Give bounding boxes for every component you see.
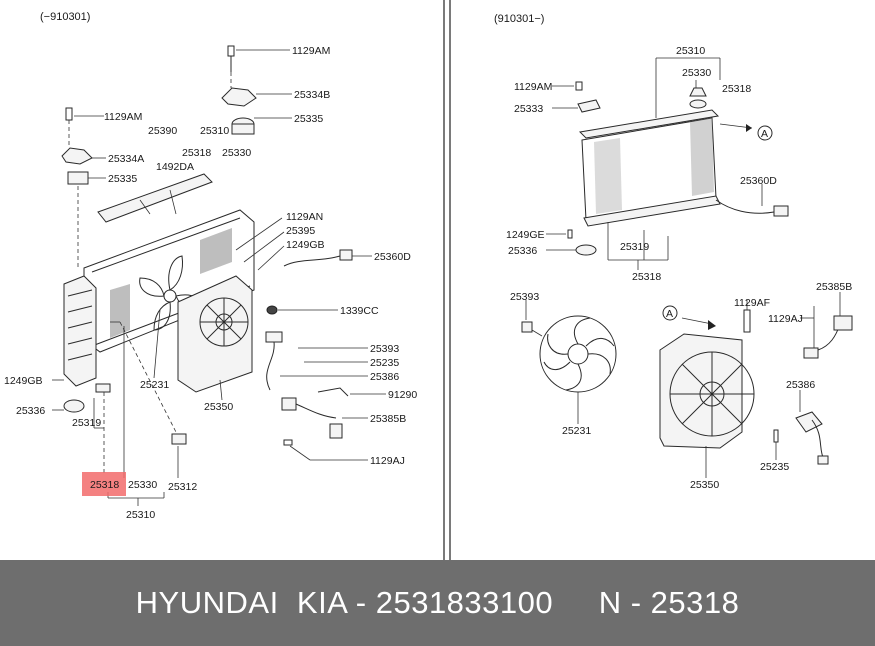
part-label: 25235	[760, 461, 789, 473]
part-label: 25393	[510, 291, 539, 303]
part-label: 25318	[722, 83, 751, 95]
callout-a-symbol: A	[666, 308, 673, 320]
part-label: 1339CC	[340, 305, 379, 317]
cooling-fan-right	[521, 300, 617, 424]
part-label: 25336	[16, 405, 45, 417]
part-label: 25330	[682, 67, 711, 79]
part-label: 25330	[128, 479, 157, 491]
callout-a-symbol: A	[761, 128, 768, 140]
part-label: 1129AF	[734, 297, 770, 309]
part-label: 25231	[140, 379, 169, 391]
part-label: 25318	[182, 147, 211, 159]
part-label: 25334B	[294, 89, 330, 101]
part-label: 25310	[200, 125, 229, 137]
air-guide	[97, 173, 213, 223]
part-label: 25334A	[108, 153, 144, 165]
part-label: 25350	[690, 479, 719, 491]
part-label: 25335	[108, 173, 137, 185]
part-label: 25386	[370, 371, 399, 383]
right-motor-connectors	[743, 292, 853, 465]
part-label: 1129AM	[292, 45, 330, 57]
part-label: 25335	[294, 113, 323, 125]
part-label: 25395	[286, 225, 315, 237]
right-labels: 25310 25330 25318 1129AM 25333 25360D 12…	[506, 45, 852, 491]
highlight-box	[82, 472, 126, 496]
part-label: 25319	[72, 417, 101, 429]
left-upper-mount	[61, 107, 106, 268]
radiator-core	[63, 209, 255, 413]
part-label: 1492DA	[156, 161, 194, 173]
right-range-label: (910301−)	[494, 13, 544, 25]
left-small-parts	[235, 217, 386, 461]
fan-shroud-left	[177, 275, 253, 401]
part-label: 25336	[508, 245, 537, 257]
parts-diagram: (−910301)	[4, 0, 853, 560]
part-label: 1249GB	[286, 239, 325, 251]
right-lower-parts	[546, 222, 669, 270]
part-label: 25390	[148, 125, 177, 137]
left-panel: (−910301)	[4, 11, 417, 521]
right-panel: (910301−)	[494, 13, 853, 491]
fan-shroud-right	[659, 305, 755, 478]
part-label: 25333	[514, 103, 543, 115]
part-label: 25360D	[374, 251, 411, 263]
part-label: 25360D	[740, 175, 777, 187]
part-label: 1249GE	[506, 229, 545, 241]
part-label: 1129AM	[514, 81, 552, 93]
footer-bar: HYUNDAI KIA - 2531833100 N - 25318	[0, 560, 875, 646]
highlight-part-label: 25318	[90, 479, 119, 491]
right-top-labels-leaders	[552, 57, 721, 118]
part-label: 25350	[204, 401, 233, 413]
left-range-label: (−910301)	[40, 11, 90, 23]
part-label: 25235	[370, 357, 399, 369]
part-label: 25330	[222, 147, 251, 159]
part-label: 25386	[786, 379, 815, 391]
radiator-right	[578, 109, 789, 227]
part-label: 25312	[168, 481, 197, 493]
part-label: 25385B	[370, 413, 406, 425]
part-number-caption: HYUNDAI KIA - 2531833100 N - 25318	[135, 585, 740, 620]
part-label: 25393	[370, 343, 399, 355]
part-label: 25231	[562, 425, 591, 437]
part-label: 25310	[676, 45, 705, 57]
lower-hose	[52, 321, 187, 506]
left-labels: 1129AM 25334B 25335 1129AM 25390 25310 2…	[4, 45, 417, 521]
part-label: 1129AJ	[768, 313, 803, 325]
part-label: 25310	[126, 509, 155, 521]
part-label: 25385B	[816, 281, 852, 293]
part-label: 1129AJ	[370, 455, 405, 467]
part-label: 1129AM	[104, 111, 142, 123]
part-label: 1249GB	[4, 375, 43, 387]
part-label: 91290	[388, 389, 417, 401]
upper-mount-assembly	[221, 45, 292, 135]
part-label: 1129AN	[286, 211, 323, 223]
part-label: 25319	[620, 241, 649, 253]
part-label: 25318	[632, 271, 661, 283]
diagram-canvas: (−910301)	[4, 0, 853, 560]
